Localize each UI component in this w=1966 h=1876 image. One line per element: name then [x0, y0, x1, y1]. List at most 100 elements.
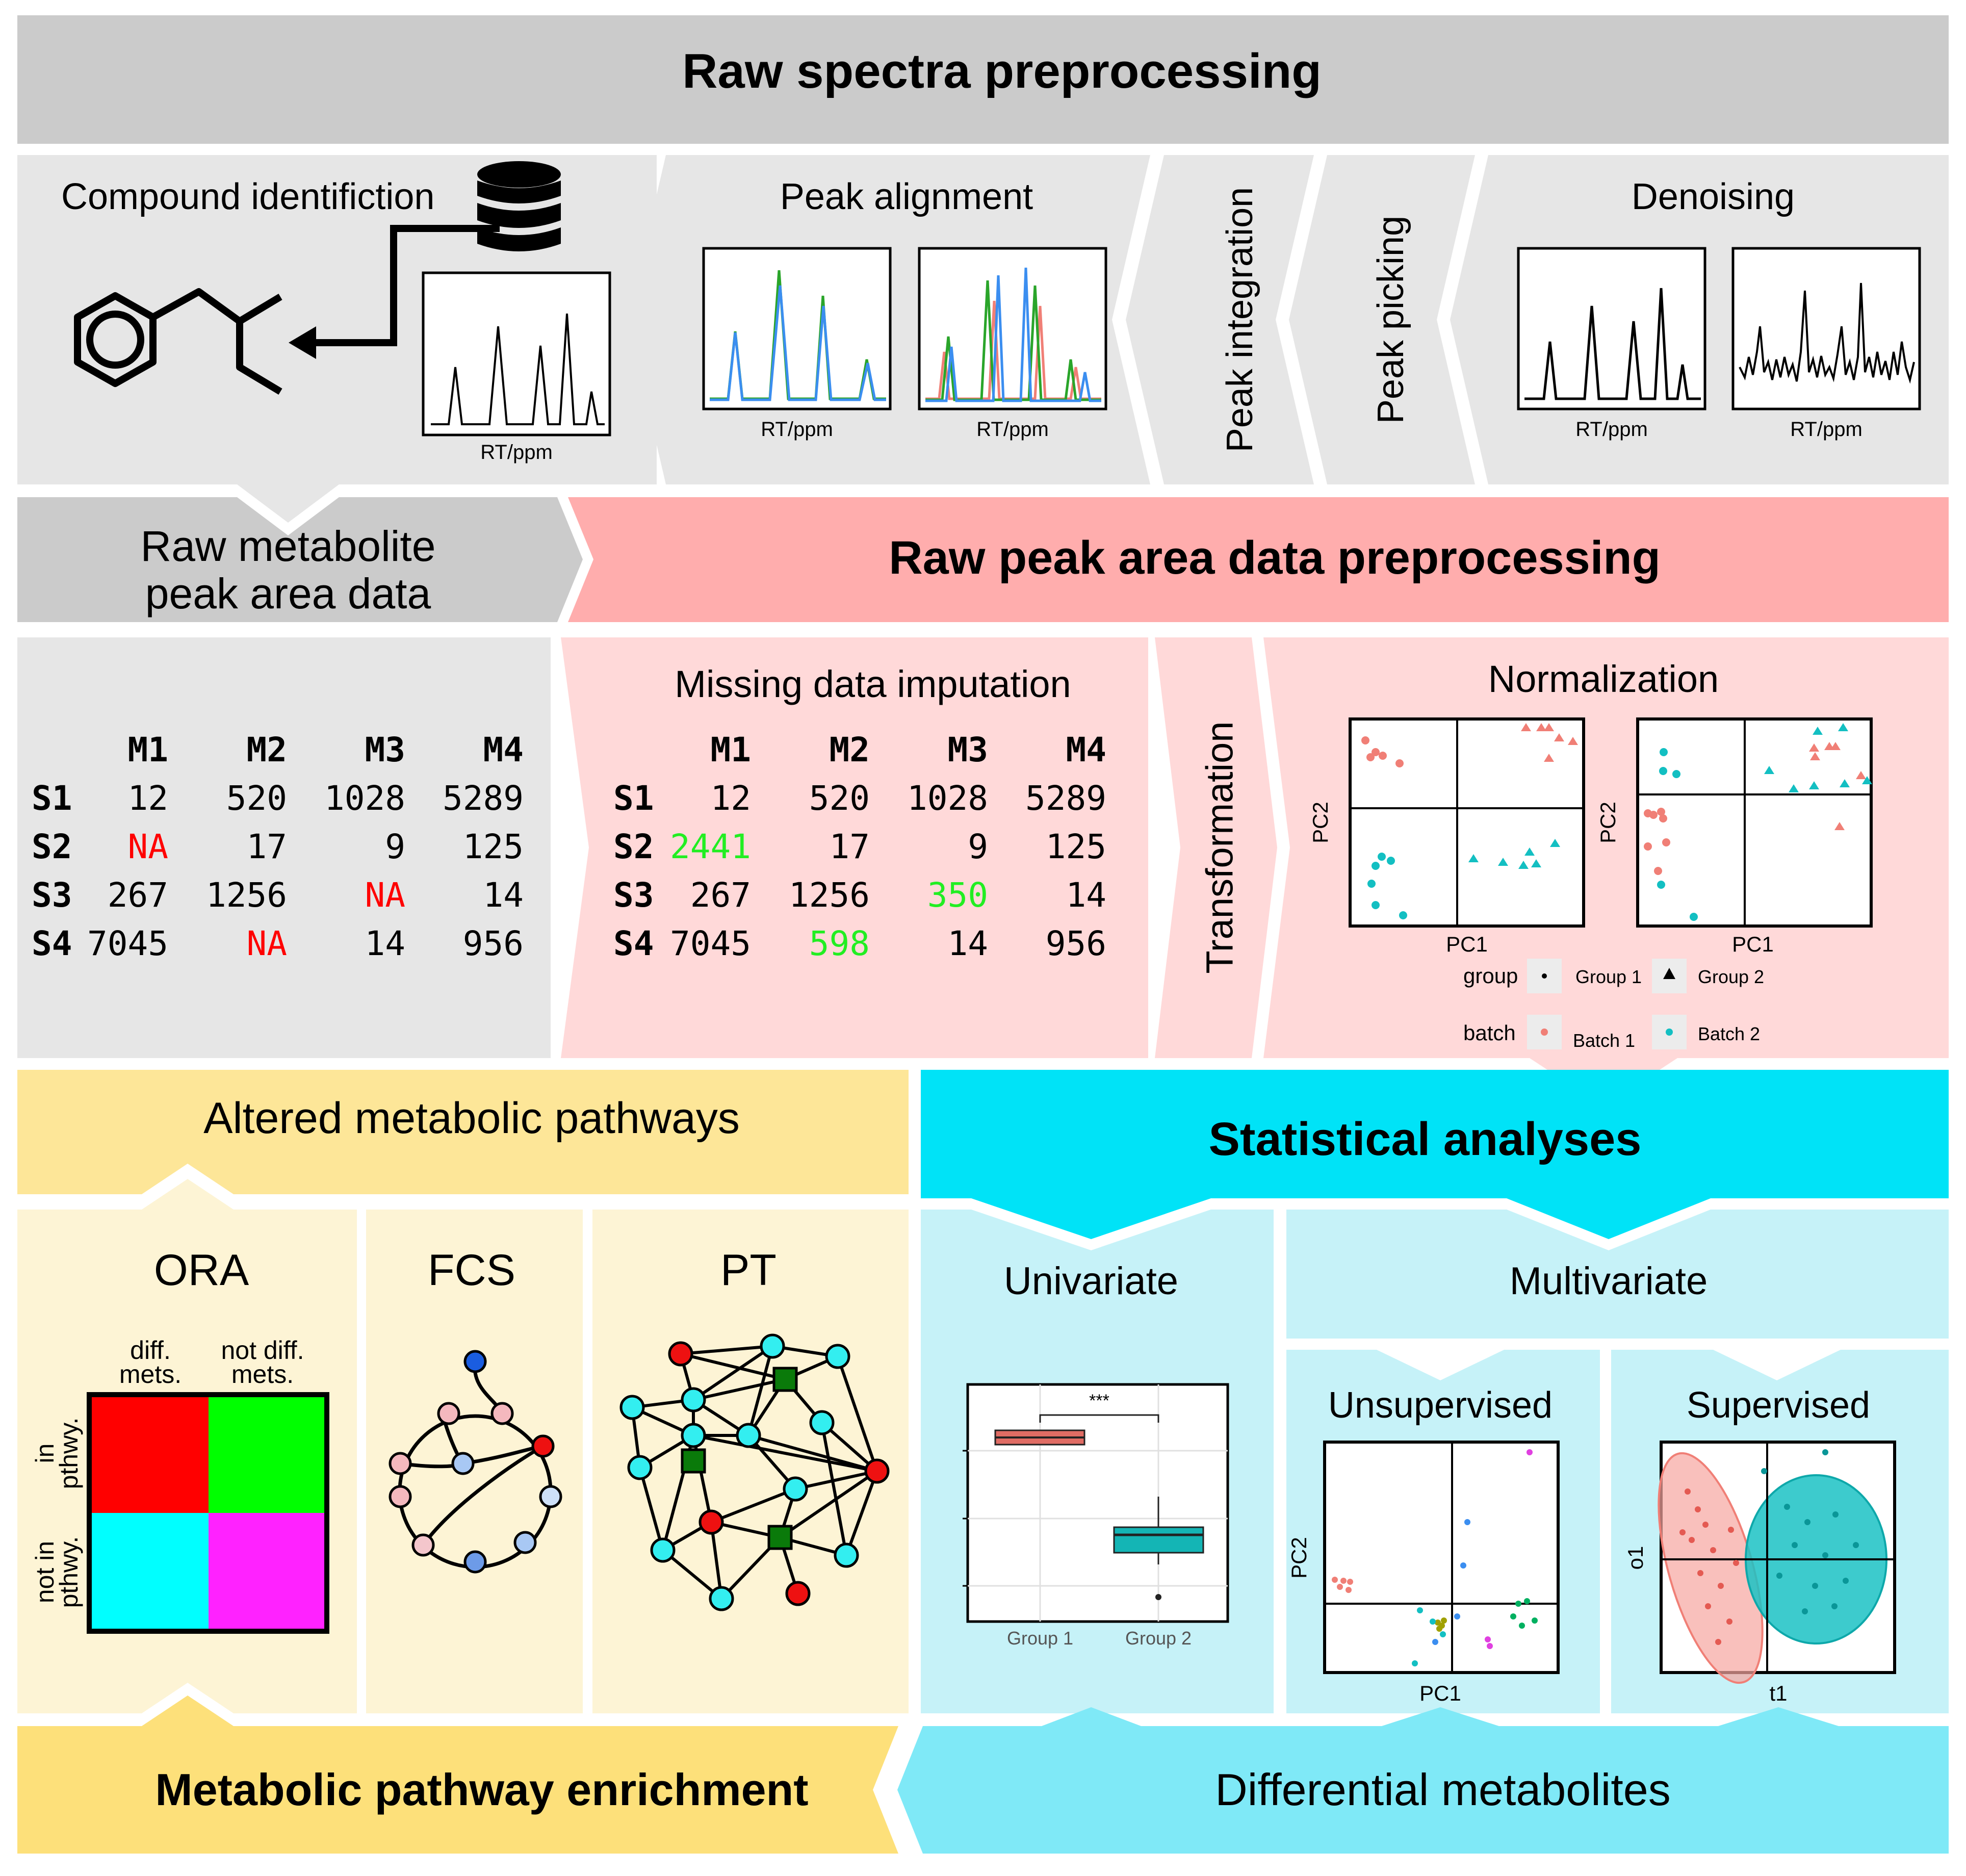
table-row-label: S3 — [32, 876, 72, 915]
alignment-plot-aligned: RT/ppm — [702, 247, 892, 441]
alignment-aligned-xlabel: RT/ppm — [761, 418, 833, 441]
ora-col2-line2: mets. — [231, 1360, 294, 1389]
table-cell: 7045 — [87, 924, 168, 963]
table-cell: 520 — [226, 779, 287, 818]
unsup-ylabel: PC2 — [1287, 1537, 1311, 1579]
table-cell: 956 — [1046, 924, 1106, 963]
compound-spectrum-xlabel: RT/ppm — [480, 441, 553, 464]
stats-header — [921, 1070, 1949, 1239]
univariate-boxplot: *** Group 1 Group 2 — [963, 1383, 1229, 1649]
table-cell: NA — [128, 827, 168, 866]
sup-xlabel: t1 — [1769, 1681, 1787, 1705]
table-cell: 1256 — [206, 876, 287, 915]
norm-before-ylabel: PC2 — [1308, 802, 1332, 843]
raw-table-panel — [17, 637, 551, 1058]
ora-col1-line2: mets. — [119, 1360, 182, 1389]
transformation-panel — [1155, 637, 1277, 1058]
table-cell: 125 — [1046, 827, 1106, 866]
table-cell: 14 — [948, 924, 988, 963]
norm-after-ylabel: PC2 — [1596, 802, 1620, 843]
peak-area-header — [568, 497, 1949, 622]
table-row-label: S3 — [613, 876, 654, 915]
table-cell: 12 — [128, 779, 168, 818]
ora-title: ORA — [154, 1246, 249, 1295]
norm-after-xlabel: PC1 — [1732, 932, 1774, 956]
table-cell: 956 — [463, 924, 524, 963]
table-column-header: M4 — [483, 730, 524, 769]
pt-network — [619, 1333, 890, 1611]
table-cell: 267 — [108, 876, 168, 915]
fcs-title: FCS — [428, 1246, 515, 1295]
denoising-noisy-xlabel: RT/ppm — [1790, 418, 1862, 441]
table-cell: 2441 — [670, 827, 751, 866]
spectra-header-title: Raw spectra preprocessing — [682, 44, 1322, 98]
imputation-title: Missing data imputation — [675, 663, 1071, 705]
peak-integration-label: Peak integration — [1220, 187, 1260, 452]
denoising-plot-noisy: RT/ppm — [1731, 247, 1921, 441]
sup-ylabel: o1 — [1623, 1546, 1647, 1570]
norm-before-xlabel: PC1 — [1446, 932, 1488, 956]
table-cell: 1028 — [907, 779, 988, 818]
table-cell: 125 — [463, 827, 524, 866]
table-row-label: S4 — [32, 924, 72, 963]
table-cell: 267 — [690, 876, 751, 915]
table-cell: 14 — [1066, 876, 1106, 915]
table-cell: NA — [247, 924, 287, 963]
raw-metabolite-line2: peak area data — [145, 570, 431, 618]
denoising-clean-xlabel: RT/ppm — [1575, 418, 1648, 441]
table-column-header: M2 — [830, 730, 870, 769]
peak-integration-panel — [1126, 155, 1314, 484]
boxplot-significance: *** — [1089, 1391, 1109, 1410]
unsupervised-title: Unsupervised — [1328, 1385, 1553, 1426]
table-column-header: M1 — [711, 730, 751, 769]
alignment-plot-unaligned: RT/ppm — [918, 247, 1107, 441]
legend-group-title: group — [1463, 964, 1518, 988]
peak-alignment-label: Peak alignment — [780, 176, 1033, 217]
ora-row1-line2: pthwy. — [55, 1418, 83, 1489]
differential-footer — [897, 1707, 1949, 1854]
pathways-header-title: Altered metabolic pathways — [203, 1094, 740, 1143]
normalization-title: Normalization — [1488, 658, 1719, 700]
table-row-label: S2 — [613, 827, 654, 866]
denoising-plot-clean: RT/ppm — [1517, 247, 1706, 441]
boxplot-group1: Group 1 — [1007, 1628, 1073, 1649]
normalization-plot-before: PC1 PC2 — [1308, 717, 1585, 956]
enrichment-footer-title: Metabolic pathway enrichment — [155, 1764, 808, 1815]
table-cell: 1028 — [324, 779, 405, 818]
table-cell: 17 — [247, 827, 287, 866]
table-column-header: M2 — [247, 730, 287, 769]
table-cell: 520 — [809, 779, 870, 818]
table-row-label: S1 — [32, 779, 72, 818]
ora-matrix: diff. mets. not diff. mets. in pthwy. no… — [31, 1336, 329, 1634]
identification-arrow — [289, 225, 500, 359]
table-cell: 12 — [711, 779, 751, 818]
table-cell: 9 — [385, 827, 405, 866]
table-cell: 350 — [927, 876, 988, 915]
table-column-header: M3 — [365, 730, 405, 769]
ora-col1-line1: diff. — [130, 1336, 171, 1365]
database-icon — [477, 161, 561, 251]
unsupervised-pca-plot: PC1 PC2 — [1287, 1441, 1560, 1705]
multivariate-panel — [1286, 1210, 1949, 1339]
table-cell: 14 — [483, 876, 524, 915]
pt-panel — [592, 1210, 909, 1713]
normalization-plot-after: PC1 PC2 — [1596, 717, 1873, 956]
peak-area-header-title: Raw peak area data preprocessing — [889, 532, 1661, 584]
ora-row2-line2: pthwy. — [55, 1536, 83, 1608]
benzene-structure — [74, 288, 282, 395]
table-row-label: S1 — [613, 779, 654, 818]
table-row-label: S2 — [32, 827, 72, 866]
stats-header-title: Statistical analyses — [1209, 1113, 1642, 1165]
ora-row2-line1: not in — [31, 1541, 59, 1603]
legend-group1: Group 1 — [1575, 966, 1642, 987]
table-cell: 14 — [365, 924, 405, 963]
raw-metabolite-header — [17, 497, 583, 622]
pt-title: PT — [720, 1246, 777, 1295]
ora-row1-line1: in — [31, 1444, 59, 1463]
legend-batch1: Batch 1 — [1573, 1030, 1635, 1051]
alignment-unaligned-xlabel: RT/ppm — [976, 418, 1049, 441]
compound-identification-label: Compound identifiction — [61, 176, 434, 217]
supervised-title: Supervised — [1687, 1385, 1870, 1426]
normalization-legend: group Group 1 Group 2 batch Batch 1 Batc… — [1463, 959, 1764, 1051]
